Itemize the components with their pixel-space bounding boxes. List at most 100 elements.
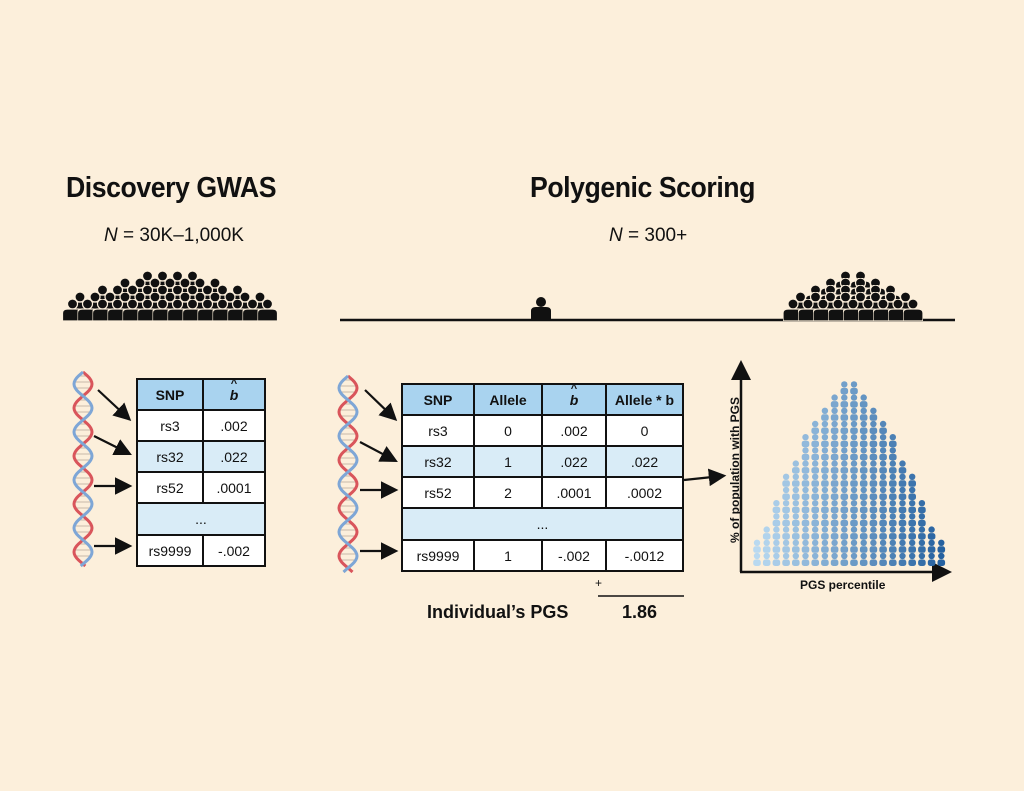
chart-point	[850, 480, 858, 487]
chart-point	[811, 533, 819, 540]
chart-point	[830, 401, 839, 408]
chart-point	[918, 533, 926, 540]
chart-point	[762, 533, 771, 540]
chart-point	[899, 552, 906, 560]
n-symbol: N	[609, 225, 623, 246]
chart-point	[811, 506, 819, 514]
chart-point	[879, 480, 887, 487]
chart-point	[821, 480, 829, 487]
table-cell: 2	[473, 476, 543, 509]
chart-point	[879, 493, 887, 500]
chart-point	[782, 486, 790, 494]
chart-point	[870, 434, 877, 441]
chart-point	[860, 473, 867, 480]
chart-point	[918, 500, 926, 507]
chart-point	[821, 453, 829, 461]
column-header-effect: b	[541, 383, 607, 416]
individual-person-icon	[531, 297, 551, 319]
column-header-snp: SNP	[136, 378, 204, 411]
table-cell: .022	[202, 440, 266, 473]
chart-point	[821, 493, 829, 500]
chart-point	[879, 453, 887, 461]
chart-point	[830, 414, 839, 421]
chart-point	[870, 420, 877, 428]
chart-point	[840, 546, 849, 553]
table-row: rs52 .0001	[136, 471, 266, 504]
chart-point	[908, 559, 916, 566]
chart-point	[802, 460, 809, 467]
chart-point	[840, 427, 849, 434]
chart-point	[889, 552, 896, 560]
dna-helix-icon	[337, 374, 359, 574]
chart-point	[821, 467, 829, 474]
chart-point	[831, 526, 838, 533]
column-header-weighted: Allele * b	[605, 383, 684, 416]
chart-point	[908, 546, 916, 553]
chart-point	[859, 559, 868, 566]
chart-point	[830, 559, 839, 566]
chart-point	[898, 467, 907, 474]
chart-point	[812, 526, 819, 533]
chart-point	[850, 440, 858, 448]
scoring-title: Polygenic Scoring	[530, 172, 755, 204]
chart-point	[869, 546, 878, 553]
chart-point	[831, 473, 838, 480]
chart-point	[889, 447, 896, 454]
chart-point	[859, 519, 868, 527]
chart-point	[860, 447, 867, 454]
chart-point	[830, 427, 839, 434]
chart-point	[782, 559, 790, 566]
table-cell: rs9999	[401, 539, 475, 572]
chart-point	[879, 447, 887, 454]
chart-point	[841, 473, 848, 480]
chart-point	[870, 500, 877, 507]
chart-point	[898, 493, 907, 500]
table-cell: 0	[473, 414, 543, 447]
chart-point	[918, 526, 926, 533]
chart-point	[841, 394, 848, 401]
chart-point	[899, 539, 906, 546]
chart-point	[850, 467, 858, 474]
table-row: rs32 .022	[136, 440, 266, 473]
chart-point	[830, 493, 839, 500]
chart-point	[821, 526, 829, 533]
chart-point	[898, 546, 907, 553]
chart-point	[870, 539, 877, 546]
table-cell: .022	[605, 445, 684, 478]
chart-point	[859, 453, 868, 461]
chart-point	[801, 506, 810, 514]
chart-point	[870, 460, 877, 467]
chart-point	[802, 552, 809, 560]
chart-point	[850, 539, 858, 546]
chart-point	[899, 526, 906, 533]
chart-point	[782, 506, 790, 514]
chart-point	[812, 434, 819, 441]
chart-point	[918, 513, 926, 520]
chart-point	[860, 500, 867, 507]
chart-point	[938, 552, 945, 560]
discovery-snp-table: SNP b rs3 .002 rs32 .022 rs52 .0001 ... …	[136, 378, 266, 567]
chart-point	[801, 440, 810, 448]
chart-point	[792, 500, 799, 507]
table-cell: 0	[605, 414, 684, 447]
chart-point	[869, 493, 878, 500]
chart-point	[850, 546, 858, 553]
chart-point	[841, 486, 848, 494]
chart-point	[889, 513, 896, 520]
dna-strand	[337, 374, 359, 574]
column-header-allele: Allele	[473, 383, 543, 416]
chart-point	[811, 480, 819, 487]
chart-point	[821, 559, 829, 566]
chart-point	[753, 552, 761, 560]
chart-point	[859, 467, 868, 474]
chart-point	[821, 473, 829, 480]
chart-point	[860, 394, 867, 401]
chart-point	[860, 460, 867, 467]
chart-point	[859, 533, 868, 540]
chart-point	[811, 493, 819, 500]
table-cell: -.002	[202, 534, 266, 567]
chart-point	[899, 500, 906, 507]
chart-point	[811, 427, 819, 434]
chart-point	[909, 552, 916, 560]
chart-point	[898, 519, 907, 527]
